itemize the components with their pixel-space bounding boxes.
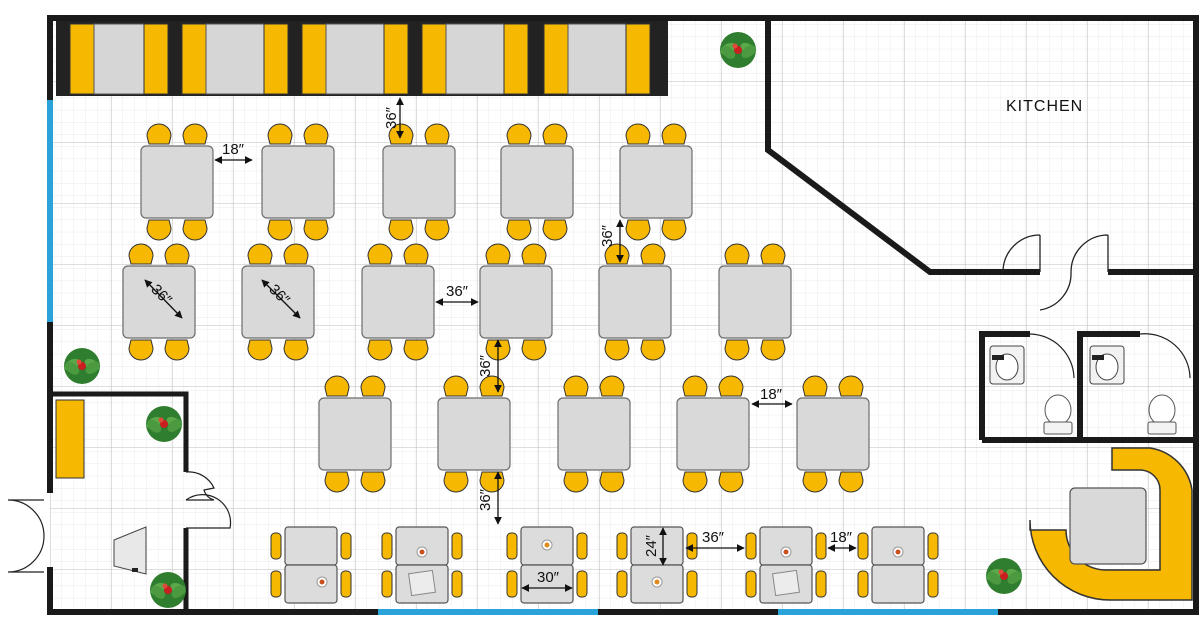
windows — [47, 100, 998, 615]
booth-5 — [543, 23, 651, 95]
door-swing-icon — [1002, 234, 1109, 311]
plate-icon — [780, 546, 792, 558]
kitchen-walls — [765, 18, 1196, 275]
dim-chair-gap-row1: 18″ — [222, 141, 245, 158]
sink-icon — [1089, 345, 1125, 385]
dim-booth-clearance: 36″ — [383, 106, 400, 129]
dim-chair-gap-row3: 18″ — [760, 386, 783, 403]
plate-icon — [651, 576, 663, 588]
menu-icon — [408, 569, 436, 597]
plate-icon — [416, 546, 428, 558]
dimension-lines — [144, 97, 857, 592]
plate-icon — [316, 576, 328, 588]
booth-4 — [421, 23, 529, 95]
dim-small-table-depth: 24″ — [643, 534, 660, 557]
kitchen-label: KITCHEN — [1006, 98, 1083, 115]
dim-vertical-gap-bottom: 36″ — [477, 488, 494, 511]
dim-small-table-gap: 36″ — [702, 529, 725, 546]
menu-icon — [772, 569, 800, 597]
lounge-sofa — [1029, 447, 1193, 601]
dim-small-table-width: 30″ — [537, 569, 560, 586]
dim-row-spacing-right: 36″ — [599, 224, 616, 247]
booth-3 — [301, 23, 409, 95]
plate-icon — [541, 539, 553, 551]
booth-row — [56, 20, 668, 96]
plate-icon — [892, 546, 904, 558]
booth-2 — [181, 23, 289, 95]
restrooms — [979, 331, 1196, 443]
booth-1 — [69, 23, 169, 95]
dim-vertical-gap-row3: 36″ — [477, 354, 494, 377]
dim-small-chair-gap: 18″ — [830, 529, 853, 546]
table-settings — [316, 539, 904, 597]
toilet-icon — [1043, 394, 1073, 435]
entry-vestibule — [7, 391, 232, 612]
dim-table-gap-row2: 36″ — [446, 283, 469, 300]
toilet-icon — [1147, 394, 1177, 435]
sink-icon — [989, 345, 1025, 385]
